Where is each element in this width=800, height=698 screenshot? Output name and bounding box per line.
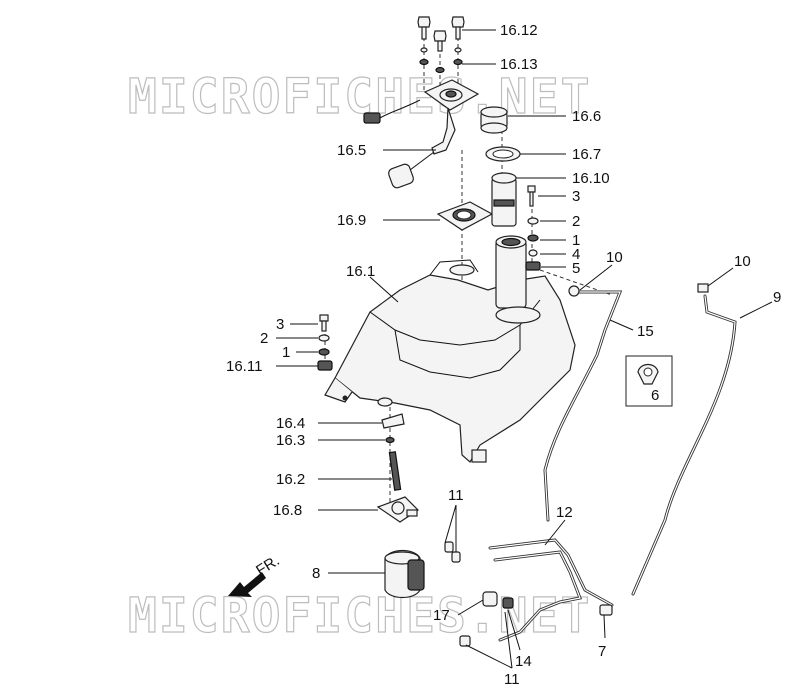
callout-16-4: 16.4	[276, 415, 305, 432]
callout-3-right: 3	[572, 188, 580, 205]
callout-16-13: 16.13	[500, 56, 538, 73]
callout-16-7: 16.7	[572, 146, 601, 163]
callout-2-left: 2	[260, 330, 268, 347]
fuel-level-sender	[363, 79, 480, 189]
callout-16-10: 16.10	[572, 170, 610, 187]
callout-16-1: 16.1	[346, 263, 375, 280]
filler-neck	[491, 172, 517, 227]
callout-16-8: 16.8	[273, 502, 302, 519]
fuel-cap	[480, 106, 508, 134]
callout-5: 5	[572, 260, 580, 277]
overflow-hose	[631, 283, 737, 596]
callout-2-right: 2	[572, 213, 580, 230]
callout-16-5: 16.5	[337, 142, 366, 159]
gasket	[436, 201, 494, 231]
clip-inset	[625, 355, 673, 407]
callout-17: 17	[433, 607, 450, 624]
callout-16-12: 16.12	[500, 22, 538, 39]
fuel-filter	[384, 549, 425, 599]
callout-16-9: 16.9	[337, 212, 366, 229]
watermark-top: MICROFICHES.NET	[128, 69, 591, 125]
callout-4: 4	[572, 246, 580, 263]
left-fasteners	[317, 314, 333, 371]
direction-label: FR.	[253, 552, 283, 579]
fuel-tank	[324, 235, 576, 463]
callout-15: 15	[637, 323, 654, 340]
callout-10-right: 10	[734, 253, 751, 270]
callout-16-6: 16.6	[572, 108, 601, 125]
callout-10-center: 10	[606, 249, 623, 266]
callout-labels: 16.12 16.13 16.6 16.5 16.7 16.10 3 16.9 …	[226, 22, 781, 688]
callout-16-3: 16.3	[276, 432, 305, 449]
callout-8: 8	[312, 565, 320, 582]
callout-7: 7	[598, 643, 606, 660]
callout-16-2: 16.2	[276, 471, 305, 488]
callout-1-right: 1	[572, 232, 580, 249]
callout-9: 9	[773, 289, 781, 306]
callout-16-11: 16.11	[226, 358, 262, 375]
right-fasteners	[525, 185, 541, 271]
fuel-lines	[444, 538, 614, 647]
watermark-bottom: MICROFICHES.NET	[128, 588, 591, 644]
callout-14: 14	[515, 653, 532, 670]
callout-6: 6	[651, 387, 659, 404]
vent-hose	[543, 285, 623, 522]
callout-11-bottom: 11	[504, 671, 520, 688]
top-bolts	[417, 16, 465, 74]
callout-12: 12	[556, 504, 573, 521]
fuel-tap-assembly	[376, 413, 419, 523]
callout-11-top: 11	[448, 487, 464, 504]
callout-1-left: 1	[282, 344, 290, 361]
leader-lines	[276, 29, 773, 669]
callout-3-left: 3	[276, 316, 284, 333]
